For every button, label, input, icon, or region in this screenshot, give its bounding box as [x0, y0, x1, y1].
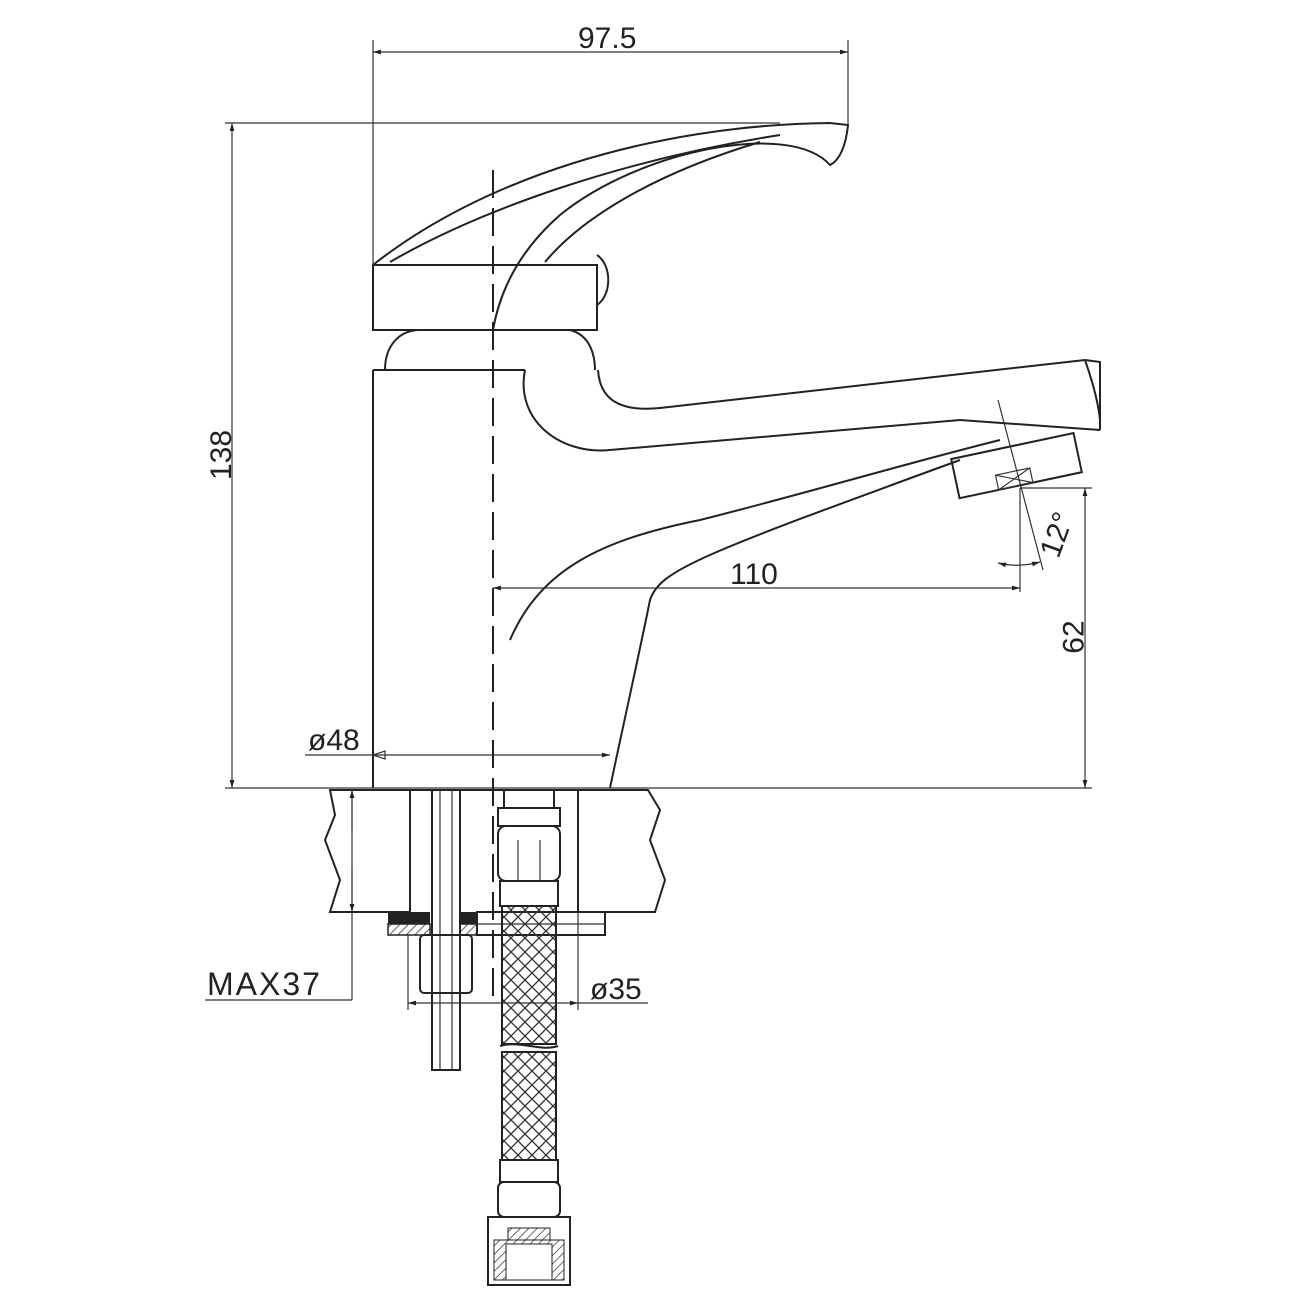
dim-hole-diameter: [407, 912, 648, 1010]
label-max-thickness: MAX37: [207, 966, 322, 1002]
dim-spout-angle: [997, 399, 1092, 592]
label-total-height: 138: [205, 429, 239, 481]
dim-max-thickness: [205, 790, 355, 1001]
label-handle-length: 97.5: [578, 22, 637, 55]
dim-body-diameter: [305, 750, 610, 760]
countertop: [323, 789, 667, 913]
body-dome: [384, 329, 596, 371]
dim-total-height: [225, 122, 1092, 789]
dim-handle-length: [372, 40, 849, 265]
flexible-hose: [487, 789, 571, 1286]
label-spout-height: 62: [1057, 620, 1091, 654]
mounting-washers: [387, 911, 606, 936]
lever-handle: [372, 121, 850, 331]
mounting-stud: [419, 789, 473, 1071]
label-hole-diameter: ø35: [590, 973, 642, 1006]
label-body-diameter: ø48: [308, 724, 360, 757]
label-spout-reach: 110: [730, 558, 778, 591]
faucet-body: [372, 358, 1101, 789]
